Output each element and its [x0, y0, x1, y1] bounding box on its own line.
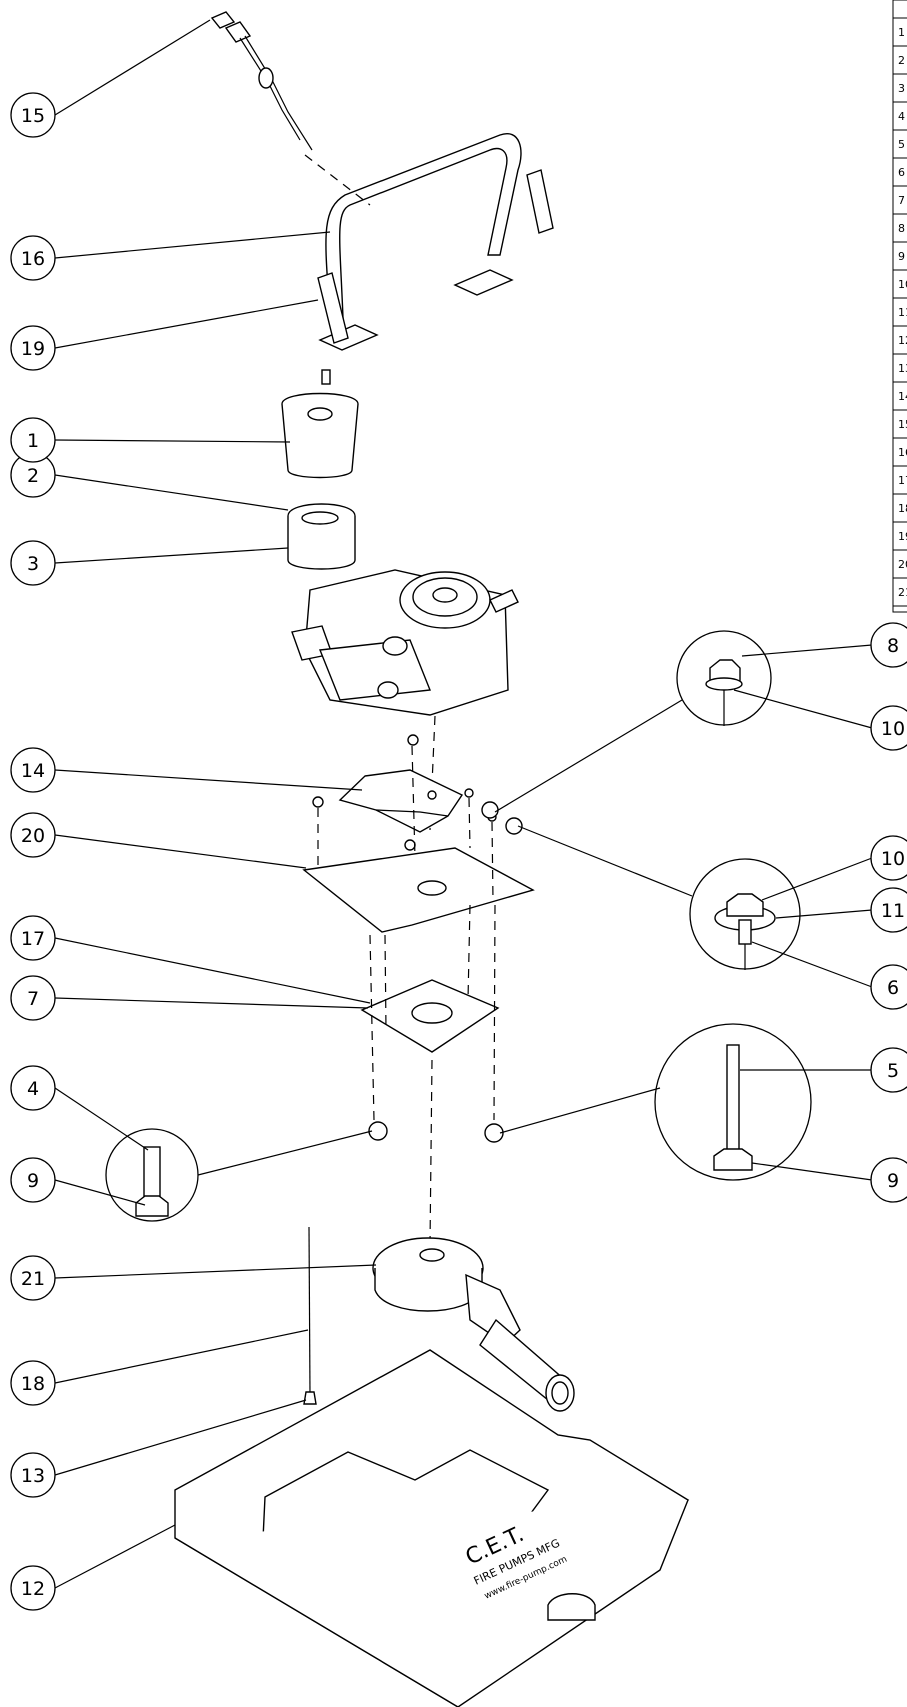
callout-label: 17	[21, 928, 45, 950]
bom-row-number: 18	[898, 502, 907, 515]
callout-label: 2	[27, 465, 39, 487]
throttle-cable-part	[210, 11, 313, 151]
callout-bubble-b14: 14	[10, 747, 56, 793]
air-filter-cover-part	[281, 369, 359, 479]
bom-table: 123456789101112131415161718192021	[892, 0, 907, 613]
bom-row-number: 21	[898, 586, 907, 599]
callout-bubble-b7: 7	[10, 975, 56, 1021]
detail-leaders	[197, 699, 693, 1176]
float-base-part	[174, 1349, 690, 1707]
detail-view-top	[676, 630, 772, 726]
callout-bubble-b3: 3	[10, 540, 56, 586]
callout-bubble-b19: 19	[10, 325, 56, 371]
callout-label: 21	[21, 1268, 45, 1290]
callout-label: 16	[21, 248, 45, 270]
bom-row	[892, 577, 907, 607]
bom-row-number: 6	[898, 166, 905, 179]
drain-tube-part	[303, 1226, 317, 1405]
bom-row-number: 12	[898, 334, 907, 347]
shroud-part	[338, 769, 464, 833]
callout-label: 9	[887, 1170, 899, 1192]
callout-bubble-b21: 21	[10, 1255, 56, 1301]
air-filter-element-part	[287, 503, 356, 570]
callout-label: 18	[21, 1373, 45, 1395]
callout-label: 5	[887, 1060, 899, 1082]
hand-grip-right	[526, 169, 554, 234]
callout-bubble-b12: 12	[10, 1565, 56, 1611]
bom-row-number: 20	[898, 558, 907, 571]
bom-row-number: 15	[898, 418, 907, 431]
bom-row-number: 4	[898, 110, 905, 123]
bom-row-number: 7	[898, 194, 905, 207]
callout-bubble-b4: 4	[10, 1065, 56, 1111]
callout-label: 19	[21, 338, 45, 360]
callout-bubble-b16: 16	[10, 235, 56, 281]
bom-row-number: 17	[898, 474, 907, 487]
callout-bubble-b6: 6	[870, 964, 907, 1010]
bom-row-number: 16	[898, 446, 907, 459]
callout-label: 6	[887, 977, 899, 999]
callout-bubble-b9b: 9	[870, 1157, 907, 1203]
callout-label: 13	[21, 1465, 45, 1487]
bom-row-number: 8	[898, 222, 905, 235]
bom-row-number: 19	[898, 530, 907, 543]
callout-label: 10	[881, 718, 905, 740]
bom-row-number: 11	[898, 306, 907, 319]
bom-row-number: 2	[898, 54, 905, 67]
callout-label: 11	[881, 900, 905, 922]
callout-label: 9	[27, 1170, 39, 1192]
bom-row-number: 13	[898, 362, 907, 375]
callout-leaders	[54, 19, 873, 1589]
callout-bubble-b17: 17	[10, 915, 56, 961]
bom-row-number: 14	[898, 390, 907, 403]
callout-bubble-b8: 8	[870, 622, 907, 668]
bom-row-number: 5	[898, 138, 905, 151]
callout-bubble-b1: 1	[10, 417, 56, 463]
callout-bubble-b13: 13	[10, 1452, 56, 1498]
callout-bubble-b10b: 10	[870, 835, 907, 881]
callout-label: 1	[27, 430, 39, 452]
detail-view-middle	[689, 858, 801, 970]
mounting-plate-part	[302, 847, 535, 933]
callout-label: 10	[881, 848, 905, 870]
callout-bubble-b9a: 9	[10, 1157, 56, 1203]
bom-rows: 123456789101112131415161718192021	[892, 17, 907, 607]
bom-row-number: 3	[898, 82, 905, 95]
callout-label: 4	[27, 1078, 39, 1100]
hand-grip-left	[317, 272, 349, 344]
bom-row-number: 1	[898, 26, 905, 39]
callout-bubble-b5: 5	[870, 1047, 907, 1093]
callout-bubble-b20: 20	[10, 812, 56, 858]
detail-view-bolt	[654, 1023, 812, 1181]
adapter-plate-part	[360, 979, 500, 1053]
detail-view-screw	[105, 1128, 199, 1222]
callout-label: 12	[21, 1578, 45, 1600]
callout-bubble-b15: 15	[10, 92, 56, 138]
callout-bubble-b11: 11	[870, 887, 907, 933]
callout-label: 15	[21, 105, 45, 127]
fasteners	[312, 734, 523, 1246]
callout-bubble-b10a: 10	[870, 705, 907, 751]
bom-row-number: 10	[898, 278, 907, 291]
callout-label: 20	[21, 825, 45, 847]
callout-label: 3	[27, 553, 39, 575]
callout-label: 14	[21, 760, 45, 782]
bom-row-number: 9	[898, 250, 905, 263]
callout-label: 8	[887, 635, 899, 657]
callout-label: 7	[27, 988, 39, 1010]
pump-part	[372, 1237, 575, 1412]
handle-bar-part	[317, 133, 554, 351]
callout-bubble-b18: 18	[10, 1360, 56, 1406]
engine-part	[291, 569, 519, 716]
